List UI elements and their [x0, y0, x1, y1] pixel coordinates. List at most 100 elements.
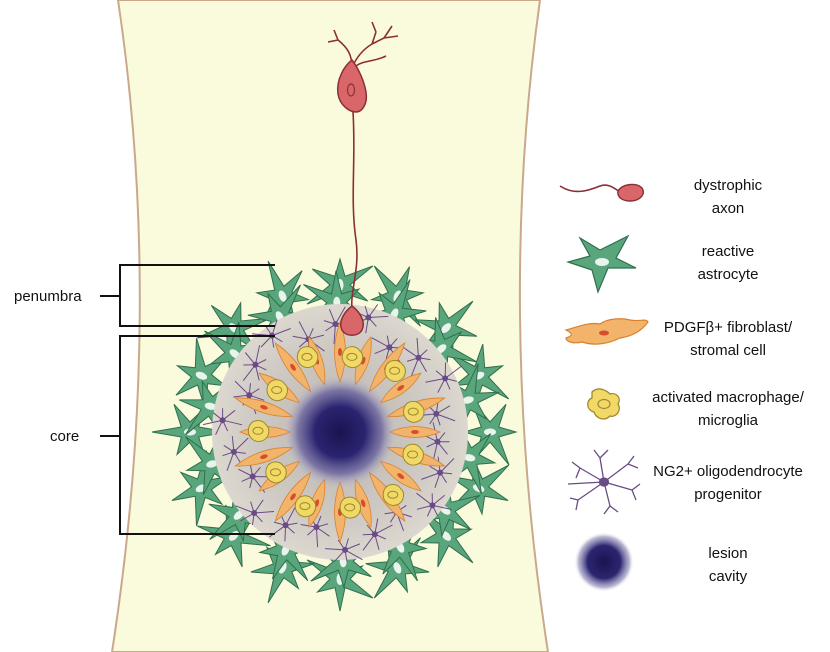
dystrophic-axon-icon [559, 183, 644, 202]
axon-retraction-bulb [340, 305, 364, 336]
ng2-opc-icon [567, 449, 641, 515]
legend-axon-line2: axon [712, 200, 745, 217]
opc-processes [350, 304, 389, 334]
lesion-site [151, 257, 518, 612]
lesion-cavity [284, 376, 396, 488]
fibroblast-nucleus [260, 405, 268, 410]
macrophage-cell [339, 496, 362, 519]
opc-processes [422, 422, 450, 462]
legend-opc-line1: NG2+ oligodendrocyte [653, 463, 803, 480]
neuron-nucleus [346, 83, 356, 97]
opc-processes [405, 337, 431, 377]
opc-processes [242, 345, 267, 382]
opc-soma [433, 410, 440, 417]
macrophage-nucleus [344, 503, 356, 512]
penumbra-label: penumbra [14, 288, 82, 305]
macrophage-nucleus [346, 352, 358, 361]
opc-soma [429, 502, 436, 509]
fibroblast-nucleus [360, 499, 366, 508]
astrocyte-nucleus [484, 428, 496, 436]
ng2-opc-layer [202, 304, 462, 563]
macrophage-cell [266, 379, 288, 402]
opc-soma [332, 321, 339, 328]
axon-shaft [350, 111, 358, 311]
opc-processes [325, 538, 363, 563]
opc-soma [386, 344, 393, 351]
macrophage-nucleus [299, 502, 311, 511]
macrophage-nucleus [270, 468, 281, 477]
legend-opc-line2: progenitor [694, 486, 762, 503]
reactive-astrocyte-icon [565, 234, 637, 294]
macrophage-nucleus [389, 366, 401, 375]
core-label: core [50, 428, 79, 445]
macrophage-cell [296, 346, 319, 369]
legend-macrophage-line1: activated macrophage/ [652, 389, 805, 406]
opc-processes [222, 435, 249, 471]
fibroblast-nucleus [290, 363, 296, 371]
opc-soma [252, 361, 259, 368]
dystrophic-neuron [327, 21, 399, 336]
opc-processes [292, 321, 325, 352]
opc-soma [246, 392, 253, 399]
neuron-dendrites [327, 21, 399, 69]
penumbra-bracket [100, 264, 275, 327]
legend-cavity-line1: lesion [708, 545, 747, 562]
astrocyte-nucleus [206, 460, 218, 468]
lesion-cavity-icon [574, 532, 634, 592]
macrophage-nucleus [271, 386, 283, 394]
opc-soma [415, 354, 422, 361]
opc-soma [230, 448, 237, 455]
opc-processes [362, 518, 393, 551]
legend-astrocyte-line1: reactive [702, 243, 755, 260]
opc-soma [313, 524, 320, 531]
legend-macrophage-line2: microglia [698, 412, 759, 429]
macrophage-cell [294, 495, 317, 518]
fibroblast-nucleus [411, 430, 419, 434]
fibroblast-layer [234, 320, 446, 544]
opc-soma [437, 469, 444, 476]
opc-processes [235, 499, 275, 525]
macrophage-cell [247, 420, 270, 442]
macrophage-nucleus [387, 490, 399, 499]
opc-processes [269, 507, 298, 542]
legend-cavity-line2: cavity [709, 568, 748, 585]
macrophage-layer [247, 346, 425, 519]
astrocyte-nucleus [278, 290, 287, 302]
opc-processes [202, 408, 243, 435]
opc-processes [238, 456, 269, 493]
opc-soma [434, 438, 441, 445]
macrophage-cell [402, 443, 424, 466]
opc-soma [371, 531, 378, 538]
opc-processes [252, 320, 291, 348]
opc-soma [365, 314, 372, 321]
opc-soma [342, 546, 348, 553]
opc-processes [300, 509, 330, 548]
opc-soma [219, 417, 226, 424]
opc-soma [249, 473, 256, 480]
legend-fibroblast-line1: PDGFβ+ fibroblast/ [664, 319, 793, 336]
opc-soma [442, 375, 449, 382]
opc-processes [425, 362, 462, 393]
legend-axon-line1: dystrophic [694, 177, 763, 194]
macrophage-cell [403, 400, 425, 423]
astrocyte-nucleus [204, 402, 217, 410]
fibroblast-nucleus [397, 385, 405, 391]
astrocyte-nucleus [462, 396, 474, 404]
astrocyte-nucleus [463, 454, 476, 462]
fibroblast-nucleus [260, 454, 268, 459]
macrophage-cell [382, 483, 405, 506]
legend-astrocyte-line2: astrocyte [698, 266, 759, 283]
macrophage-nucleus [407, 407, 419, 416]
macrophage-cell [265, 461, 287, 484]
macrophage-cell [341, 346, 364, 369]
legend: dystrophic axon reactive astrocyte PDGFβ… [559, 177, 805, 592]
neuron-soma [336, 58, 368, 113]
macrophage-nucleus [301, 352, 313, 361]
fibroblast-icon [564, 318, 649, 345]
core-bracket [100, 335, 275, 535]
astrocyte-nucleus [441, 530, 452, 541]
fibroblast-nucleus [338, 348, 342, 356]
macrophage-nucleus [252, 426, 264, 435]
macrophage-cell [384, 360, 406, 382]
